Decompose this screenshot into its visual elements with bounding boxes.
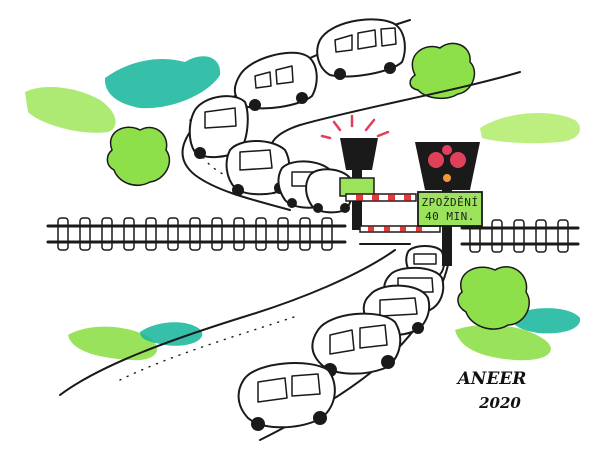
green-hill-bottom-left xyxy=(68,326,158,361)
signal-lamp-red-left-icon xyxy=(428,152,444,168)
car-1 xyxy=(316,18,406,80)
car-11 xyxy=(237,362,336,431)
red-light-flash-lines xyxy=(320,114,390,140)
teal-hill-bottom-left xyxy=(140,322,203,346)
green-hill-left xyxy=(25,86,116,133)
signal-head-left xyxy=(340,138,378,170)
track-rails xyxy=(46,224,580,246)
delay-sign-line1: ZPOŽDĚNÍ xyxy=(422,196,479,209)
crossing-signal-left xyxy=(320,114,441,233)
teal-hill-top xyxy=(104,56,221,109)
road-lower-edge-left xyxy=(59,249,396,396)
car-10 xyxy=(311,312,402,377)
green-hill-bottom-right xyxy=(455,324,551,361)
artist-signature: ANEER 2020 xyxy=(456,369,527,412)
signal-lamp-red-right-icon xyxy=(450,152,466,168)
signature-year: 2020 xyxy=(478,394,521,412)
background-hills xyxy=(25,56,581,361)
bush-right xyxy=(457,266,530,330)
bushes xyxy=(106,42,530,330)
crossing-signal-right: ZPOŽDĚNÍ 40 MIN. xyxy=(415,142,483,266)
car-queue-lower xyxy=(237,245,446,431)
track-sleepers xyxy=(57,217,569,253)
signal-pole-right xyxy=(442,188,452,266)
bush-top-right xyxy=(409,42,476,100)
car-queue-upper xyxy=(188,18,406,214)
bush-left xyxy=(106,126,171,186)
green-hill-right xyxy=(480,113,580,144)
barrier-stripes xyxy=(356,194,411,201)
signal-lamp-red-top-icon xyxy=(442,145,452,155)
delay-sign-line2: 40 MIN. xyxy=(425,210,475,223)
teal-hill-right xyxy=(511,308,581,334)
railway-track xyxy=(46,217,580,253)
delay-sign-board xyxy=(417,191,483,227)
barrier-lower-stripes xyxy=(368,226,422,232)
signature-name: ANEER xyxy=(456,369,527,389)
car-2 xyxy=(233,51,318,111)
signal-lamp-orange-icon xyxy=(443,174,451,182)
barrier-arm xyxy=(345,193,417,202)
